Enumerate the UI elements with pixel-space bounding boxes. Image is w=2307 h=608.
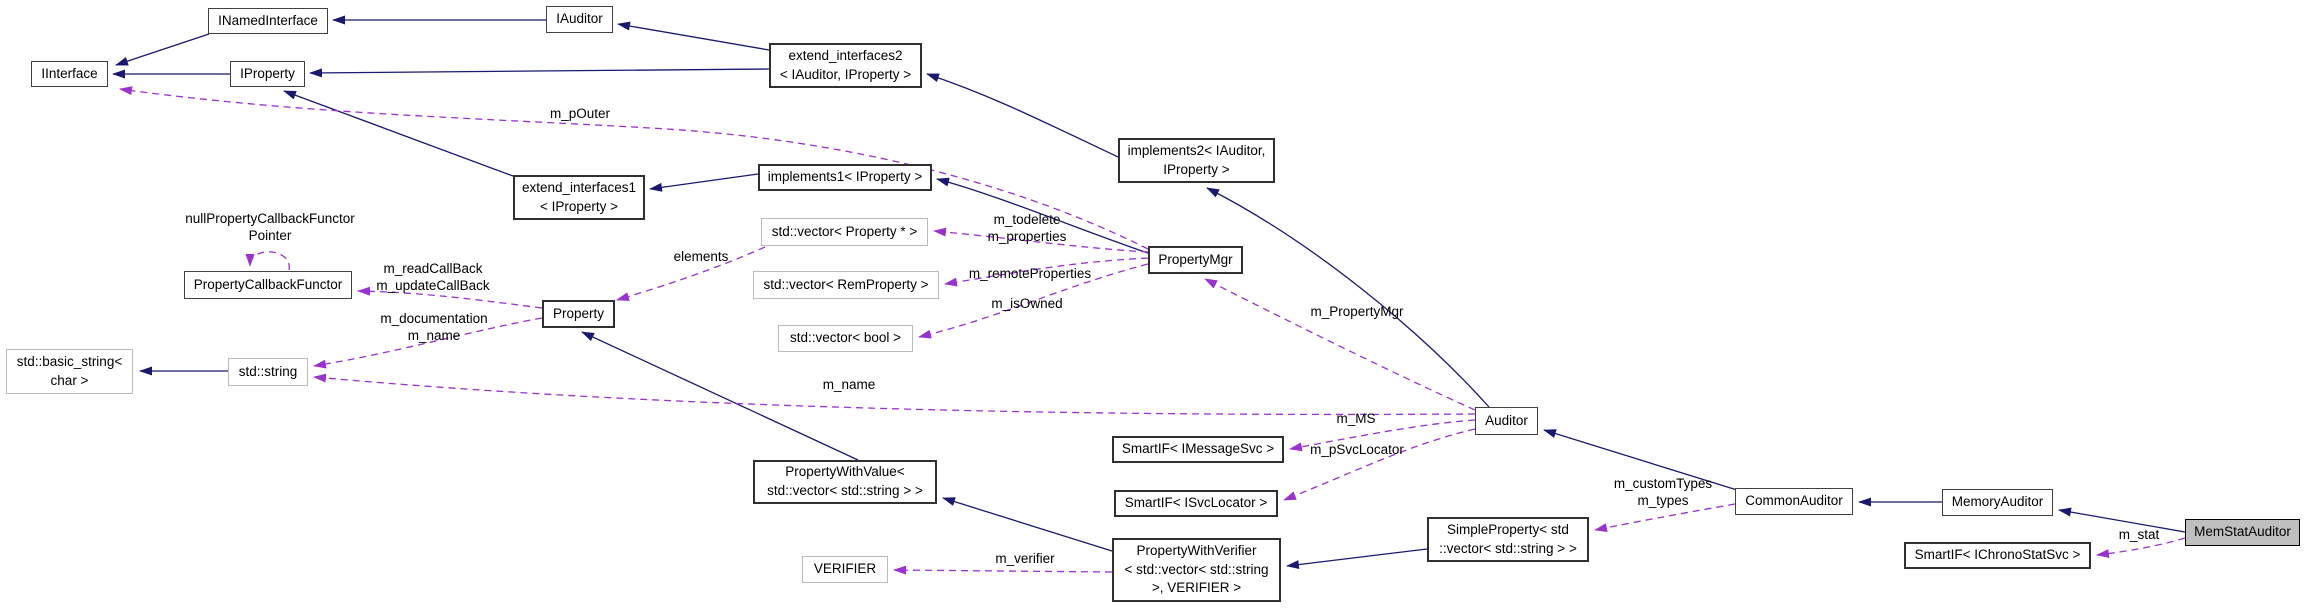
node-verifier[interactable]: VERIFIER [802,556,888,583]
edge-memstatauditor-smartifichronostatsvc [2096,537,2186,559]
edge-propertycallbackfunctor-selfloop [245,251,290,271]
edge-propertywithvalue-property [581,331,859,461]
node-implements1[interactable]: implements1< IProperty > [758,164,932,191]
node-propertywithverifier[interactable]: PropertyWithVerifier < std::vector< std:… [1112,538,1281,602]
edge-extendinterfaces2-iproperty [309,68,770,78]
edge-auditor-stdstring-mname [313,373,1476,416]
node-propertywithvalue[interactable]: PropertyWithValue< std::vector< std::str… [753,460,937,504]
edge-auditor-smartifisvclocator [1283,428,1476,501]
node-commonauditor[interactable]: CommonAuditor [1735,488,1853,515]
edge-propertywithverifier-verifier [893,565,1113,575]
node-auditor[interactable]: Auditor [1475,407,1538,435]
edge-implements2-extendinterfaces2 [926,73,1119,158]
node-std-string[interactable]: std::string [228,358,308,386]
edge-propertymgr-vectorremproperty [944,257,1149,287]
node-smartif-imessagesvc[interactable]: SmartIF< IMessageSvc > [1112,436,1284,463]
node-iproperty[interactable]: IProperty [230,61,305,87]
node-memstatauditor: MemStatAuditor [2185,519,2300,546]
node-inamedinterface[interactable]: INamedInterface [208,8,328,34]
node-vector-remproperty[interactable]: std::vector< RemProperty > [753,271,939,299]
edge-propertymgr-vectorbool [918,263,1149,339]
edge-simpleproperty-propertywithverifier [1286,548,1428,570]
edge-auditor-smartifimessagesvc [1289,419,1476,452]
node-iauditor[interactable]: IAuditor [546,6,613,33]
edge-commonauditor-auditor [1543,429,1738,491]
node-vector-property-ptr[interactable]: std::vector< Property * > [761,218,928,246]
node-basic-string[interactable]: std::basic_string< char > [6,349,133,394]
node-propertycallbackfunctor[interactable]: PropertyCallbackFunctor [184,271,352,299]
edge-auditor-propertymgr [1204,278,1476,411]
node-property[interactable]: Property [542,300,615,328]
edge-property-stdstring [313,317,543,369]
node-smartif-isvclocator[interactable]: SmartIF< ISvcLocator > [1114,490,1278,517]
edge-auditor-implements2 [1206,187,1490,408]
node-iinterface[interactable]: IInterface [31,61,108,87]
node-simpleproperty[interactable]: SimpleProperty< std ::vector< std::strin… [1427,517,1589,562]
edge-inamedinterface-iinterface [115,33,210,66]
node-extend-interfaces2[interactable]: extend_interfaces2 < IAuditor, IProperty… [769,43,922,88]
edge-propertymgr-implements1 [936,177,1149,254]
node-memoryauditor[interactable]: MemoryAuditor [1942,489,2053,516]
edge-propertymgr-vectorpropertyptr [933,227,1149,253]
edge-memstatauditor-memoryauditor [2058,507,2186,533]
edge-vectorpropertyptr-property-elements [616,246,766,301]
node-propertymgr[interactable]: PropertyMgr [1148,246,1243,274]
edge-implements1-extendinterfaces1 [649,173,759,192]
node-implements2[interactable]: implements2< IAuditor, IProperty > [1118,138,1275,183]
edge-propertymgr-iinterface-mpouter [119,86,1149,250]
edge-commonauditor-simpleproperty [1594,503,1736,533]
edge-extendinterfaces2-iauditor [617,21,770,51]
node-extend-interfaces1[interactable]: extend_interfaces1 < IProperty > [513,175,645,220]
edge-property-propertycallbackfunctor [357,286,543,309]
node-smartif-ichronostatsvc[interactable]: SmartIF< IChronoStatSvc > [1904,542,2091,569]
edge-extendinterfaces1-iproperty [283,90,514,177]
edge-propertywithverifier-propertywithvalue [942,497,1113,552]
node-vector-bool[interactable]: std::vector< bool > [778,325,913,352]
